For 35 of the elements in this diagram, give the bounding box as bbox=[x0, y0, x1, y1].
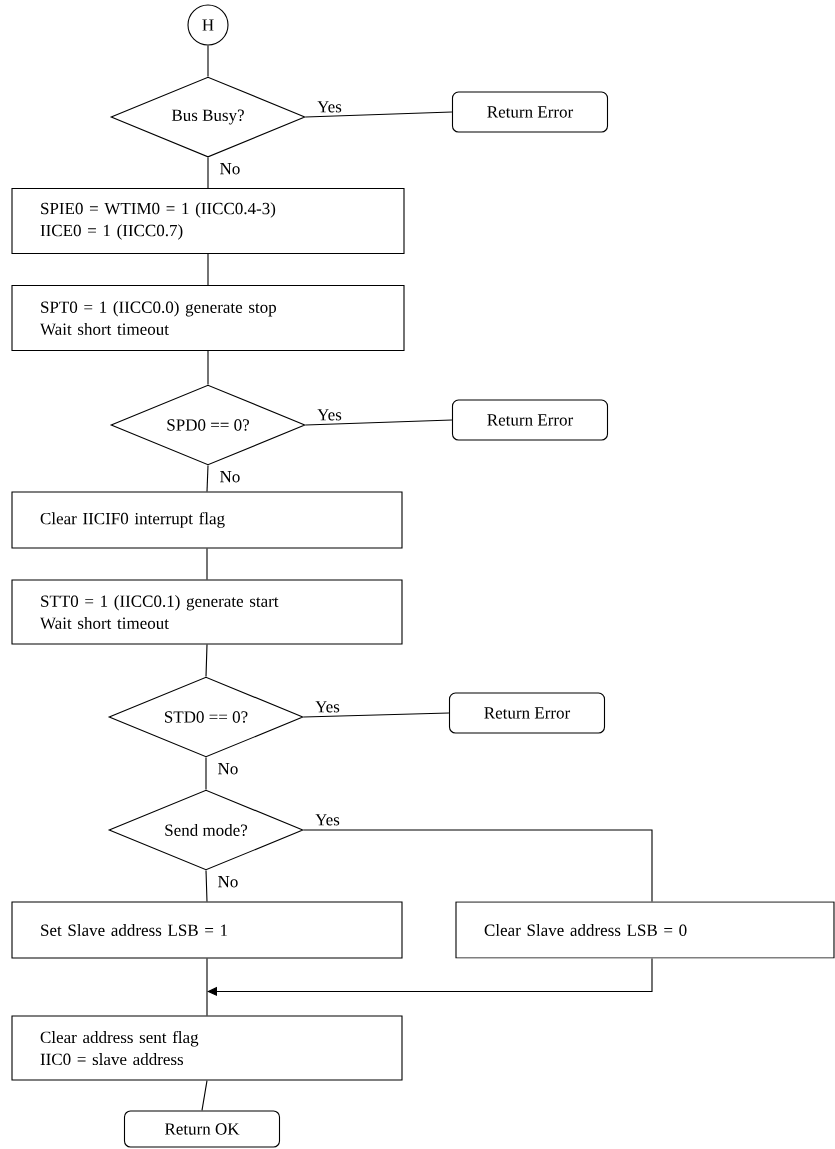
process-box: Clear address sent flag IIC0 = slave address bbox=[11, 1015, 403, 1081]
connector bbox=[206, 548, 208, 580]
edge-label: No bbox=[218, 470, 242, 484]
terminal-box: Return Error bbox=[448, 692, 606, 734]
process-box: SPIE0 = WTIM0 = 1 (IICC0.4-3) IICE0 = 1 (IICC0.7) bbox=[11, 187, 405, 255]
connector bbox=[207, 350, 209, 385]
process-box: Clear IICIF0 interrupt flag bbox=[11, 491, 403, 549]
edge-label: No bbox=[218, 162, 242, 176]
edge-label: No bbox=[216, 875, 240, 889]
connector bbox=[303, 829, 653, 902]
connector bbox=[205, 870, 208, 902]
process-box: STT0 = 1 (IICC0.1) generate start Wait short timeout bbox=[11, 579, 403, 645]
connector bbox=[305, 111, 453, 118]
connector bbox=[305, 419, 453, 426]
connector bbox=[303, 712, 450, 718]
edge-label: Yes bbox=[316, 408, 343, 422]
connector bbox=[207, 958, 653, 997]
edge-label: Yes bbox=[316, 100, 343, 114]
edge-label: No bbox=[216, 762, 240, 776]
connector bbox=[207, 157, 209, 189]
connector bbox=[207, 253, 209, 286]
process-box: Set Slave address LSB = 1 bbox=[11, 901, 403, 959]
connector bbox=[207, 45, 209, 77]
connector bbox=[201, 1080, 208, 1111]
terminal-box: Return Error bbox=[451, 399, 609, 441]
process-box: Clear Slave address LSB = 0 bbox=[455, 901, 835, 959]
terminal-box: Return OK bbox=[123, 1110, 281, 1148]
terminal-box: Return Error bbox=[451, 91, 609, 133]
edge-label: Yes bbox=[314, 813, 341, 827]
process-box: SPT0 = 1 (IICC0.0) generate stop Wait short timeout bbox=[11, 284, 405, 352]
connector bbox=[206, 958, 208, 1016]
connector bbox=[205, 757, 207, 790]
connector bbox=[206, 465, 209, 492]
edge-label: Yes bbox=[314, 700, 341, 714]
connector bbox=[205, 644, 208, 677]
